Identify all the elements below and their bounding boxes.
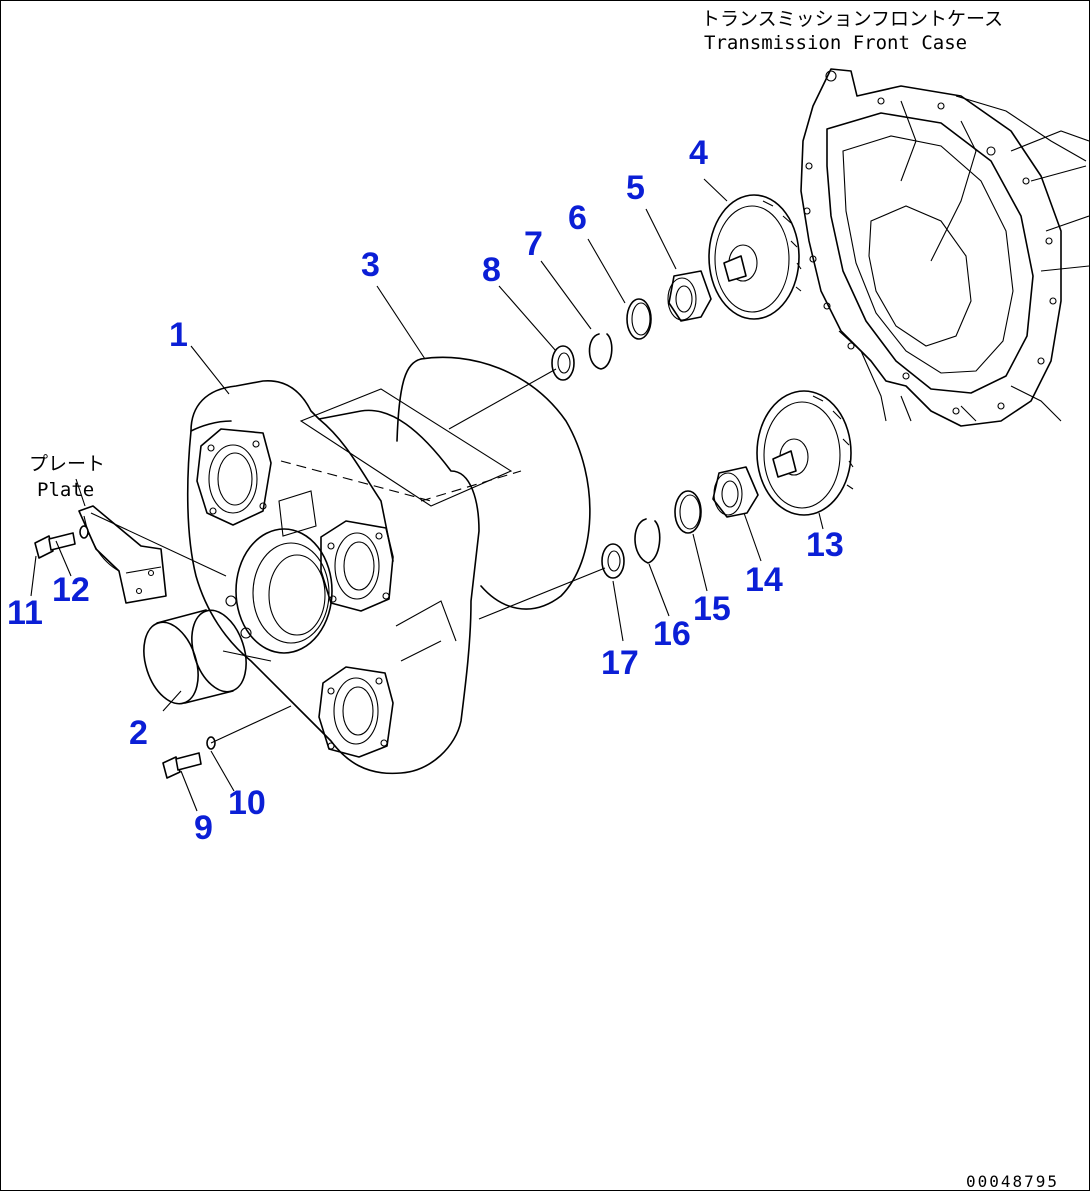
callout-16[interactable]: 16 xyxy=(653,615,691,653)
plate-label-english: Plate xyxy=(37,479,94,501)
callout-4[interactable]: 4 xyxy=(689,134,708,172)
bearing-14 xyxy=(712,466,759,518)
callout-3[interactable]: 3 xyxy=(361,246,380,284)
callout-1[interactable]: 1 xyxy=(169,316,188,354)
callout-13[interactable]: 13 xyxy=(806,526,844,564)
snap-ring-15 xyxy=(674,490,702,534)
cover-ring xyxy=(143,609,247,705)
callout-10[interactable]: 10 xyxy=(228,784,266,822)
bolt-11-assembly xyxy=(34,525,89,559)
case-title-japanese: トランスミッションフロントケース xyxy=(701,8,1003,30)
snap-ring-6 xyxy=(626,298,652,340)
callout-7[interactable]: 7 xyxy=(524,225,543,263)
seal-ring-o-ring xyxy=(420,356,591,610)
callout-5[interactable]: 5 xyxy=(626,169,645,207)
callout-2[interactable]: 2 xyxy=(129,714,148,752)
callout-15[interactable]: 15 xyxy=(693,590,731,628)
bolt-9-assembly xyxy=(162,736,216,779)
drawing-code: 00048795 xyxy=(966,1172,1059,1191)
callout-11[interactable]: 11 xyxy=(7,594,43,632)
plate-label-japanese: プレート xyxy=(29,453,105,475)
callout-14[interactable]: 14 xyxy=(745,561,783,599)
case-title-english: Transmission Front Case xyxy=(704,32,967,54)
callout-numbers: 1 2 3 4 5 6 7 8 9 10 11 12 13 14 15 16 1… xyxy=(7,134,844,847)
leader-lines xyxy=(30,178,824,812)
plate-bracket xyxy=(78,505,167,604)
snap-ring-7 xyxy=(588,333,613,370)
lower-parts xyxy=(601,390,854,579)
seal-ring-o-ring-end xyxy=(396,358,422,442)
callout-17[interactable]: 17 xyxy=(601,644,639,682)
callout-9[interactable]: 9 xyxy=(194,809,213,847)
nut-8 xyxy=(551,345,575,381)
callout-8[interactable]: 8 xyxy=(482,251,501,289)
gear-13 xyxy=(756,390,852,516)
transmission-front-case xyxy=(800,68,1089,427)
transfer-case-housing xyxy=(186,380,522,775)
callout-6[interactable]: 6 xyxy=(568,199,587,237)
gear-4 xyxy=(708,194,800,320)
bearing-5 xyxy=(668,270,712,322)
nut-17 xyxy=(601,543,625,579)
snap-ring-16 xyxy=(634,518,661,564)
upper-parts xyxy=(551,194,802,381)
callout-12[interactable]: 12 xyxy=(52,571,90,609)
